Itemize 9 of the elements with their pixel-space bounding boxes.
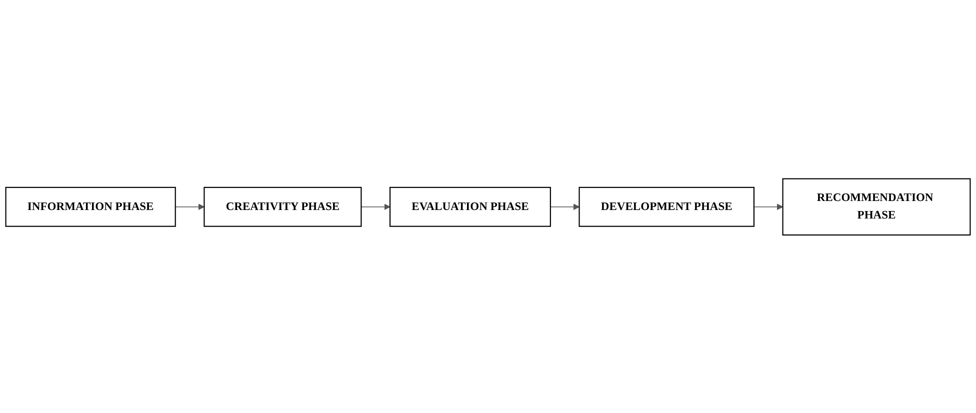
node-box: RECOMMENDATION PHASE	[782, 178, 971, 236]
arrow	[174, 203, 204, 210]
arrow	[360, 203, 390, 210]
arrow	[550, 203, 580, 210]
node-box: CREATIVITY PHASE	[204, 186, 362, 226]
node-box: INFORMATION PHASE	[5, 186, 176, 226]
node-box: DEVELOPMENT PHASE	[578, 186, 754, 226]
node-box: EVALUATION PHASE	[389, 186, 551, 226]
arrow	[754, 203, 784, 210]
